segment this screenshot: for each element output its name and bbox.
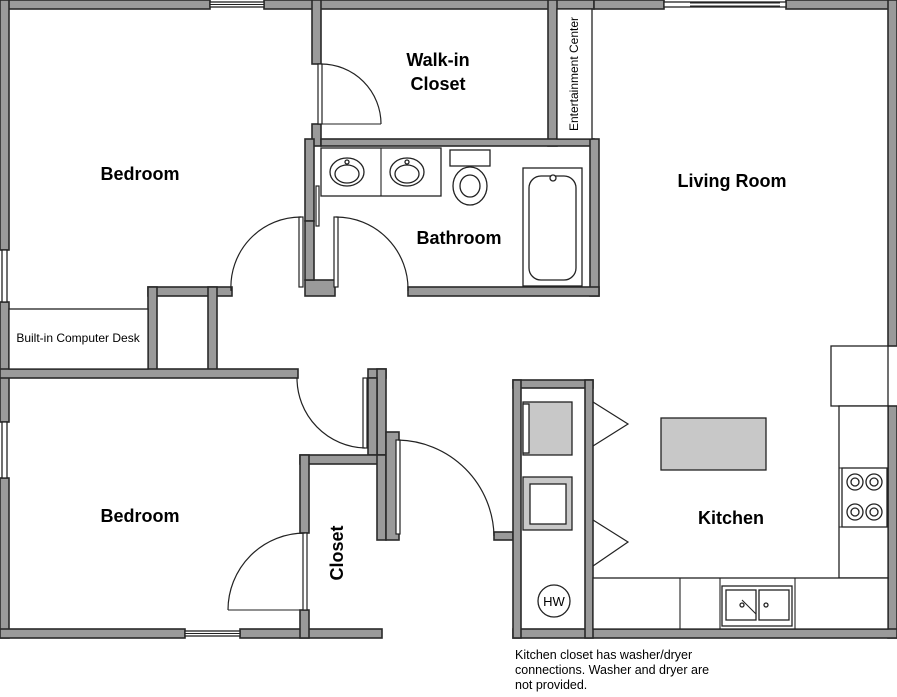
windows xyxy=(1,1,787,637)
bathroom-label: Bathroom xyxy=(417,228,502,248)
computer-desk-label: Built-in Computer Desk xyxy=(16,331,140,345)
bedroom-bottom-label: Bedroom xyxy=(100,506,179,526)
kitchen-label: Kitchen xyxy=(698,508,764,528)
washer-dryer-note: Kitchen closet has washer/dryer connecti… xyxy=(515,648,775,693)
doors xyxy=(227,63,630,611)
bedroom-top-label: Bedroom xyxy=(100,164,179,184)
kitchen-fixtures xyxy=(522,345,889,630)
walk-in-closet-label-1: Walk-in xyxy=(406,50,469,70)
note-line-3: not provided. xyxy=(515,678,588,692)
entertainment-center-label: Entertainment Center xyxy=(567,17,581,131)
water-heater-label: HW xyxy=(543,594,565,609)
closet-label: Closet xyxy=(327,525,347,580)
bathroom-fixtures xyxy=(320,147,583,287)
note-line-2: connections. Washer and dryer are xyxy=(515,663,710,677)
note-line-1: Kitchen closet has washer/dryer xyxy=(515,648,693,662)
living-room-label: Living Room xyxy=(678,171,787,191)
walk-in-closet-label-2: Closet xyxy=(410,74,465,94)
desk xyxy=(8,308,149,370)
entertainment-center xyxy=(556,8,593,140)
